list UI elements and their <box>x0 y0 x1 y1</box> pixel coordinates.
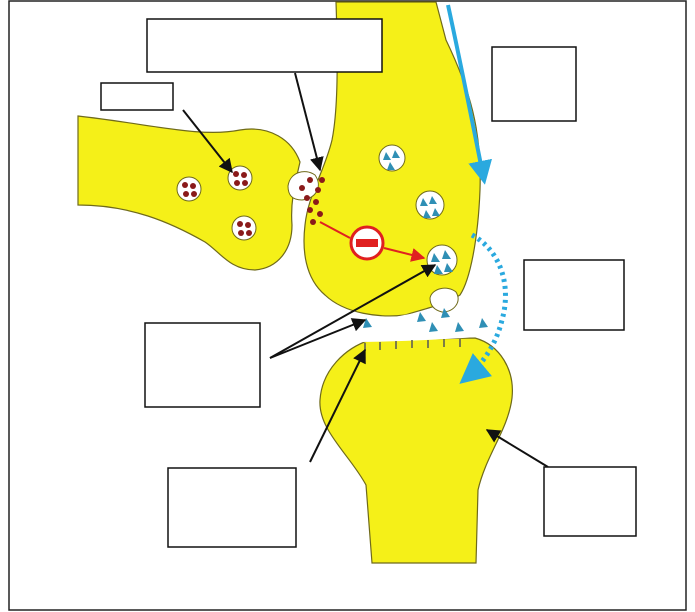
label-box-middle-left[interactable] <box>145 323 260 407</box>
label-box-top-center[interactable] <box>147 19 382 72</box>
label-box-middle-right[interactable] <box>524 260 624 330</box>
red-vesicle <box>232 216 256 240</box>
blue-vesicle <box>379 145 405 171</box>
label-box-top-left-small[interactable] <box>101 83 173 110</box>
red-vesicle <box>177 177 201 201</box>
label-box-bottom-left[interactable] <box>168 468 296 547</box>
red-vesicle <box>228 166 252 190</box>
label-box-top-right[interactable] <box>492 47 576 121</box>
blue-vesicle-target <box>427 245 457 275</box>
label-box-bottom-right[interactable] <box>544 467 636 536</box>
blue-vesicle <box>416 191 444 219</box>
